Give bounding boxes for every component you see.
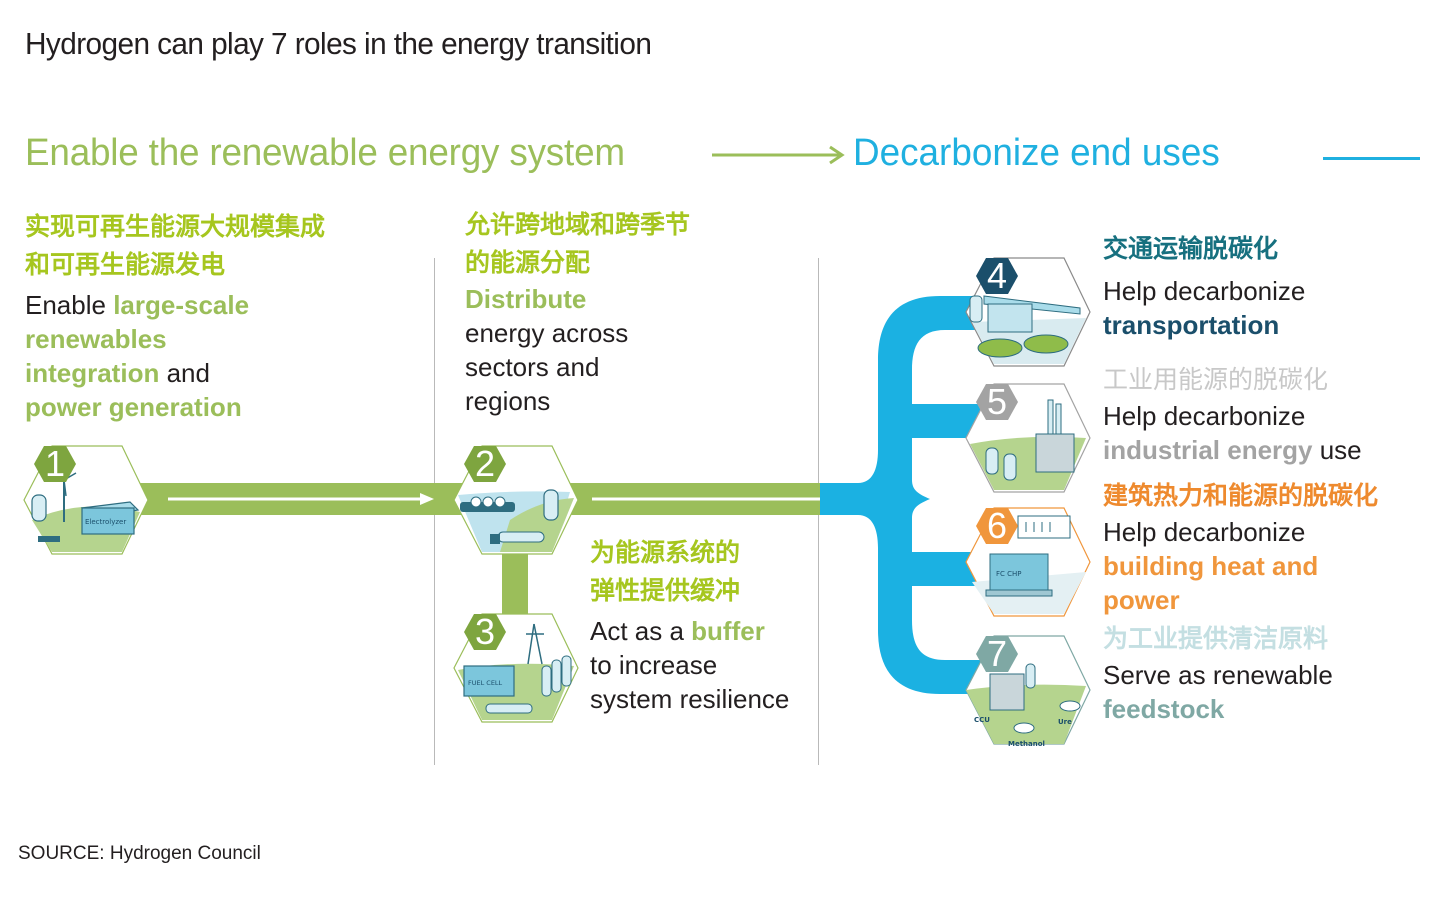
- role-2-text: 允许跨地域和跨季节 的能源分配 Distribute energy across…: [465, 206, 690, 418]
- role-4-badge: 4: [987, 255, 1007, 296]
- svg-text:FC CHP: FC CHP: [996, 570, 1022, 578]
- role-4-illustration: 4: [965, 255, 1091, 367]
- role-5-en-plain: Help decarbonize: [1103, 401, 1306, 431]
- role-7-en-emph: feedstock: [1103, 694, 1225, 724]
- role-2-cn-line-2: 的能源分配: [465, 248, 591, 277]
- svg-text:CCU: CCU: [974, 716, 990, 724]
- role-2-illustration: 2: [453, 443, 579, 555]
- role-4-cn: 交通运输脱碳化: [1103, 234, 1279, 263]
- source-note: SOURCE: Hydrogen Council: [18, 843, 261, 864]
- phase-heading-enable: Enable the renewable energy system: [25, 132, 625, 174]
- svg-text:Electrolyzer: Electrolyzer: [85, 518, 126, 526]
- role-5-en-emph: industrial energy: [1103, 435, 1313, 465]
- role-6-en-emph: building heat and: [1103, 551, 1319, 581]
- role-1-en-plain: and: [159, 358, 210, 388]
- role-1-cn-line-2: 和可再生能源发电: [25, 250, 226, 279]
- role-2-en-emph: Distribute: [465, 284, 587, 314]
- role-2-en-plain: sectors and: [465, 352, 600, 382]
- role-1-en-plain: Enable: [25, 290, 114, 320]
- role-2-en-plain: regions: [465, 386, 551, 416]
- svg-text:Methanol: Methanol: [1008, 740, 1045, 748]
- role-3-en-emph: buffer: [691, 616, 765, 646]
- fc-chp-heater-icon: FC CHP: [985, 515, 1071, 597]
- role-3-cn-line-2: 弹性提供缓冲: [590, 576, 741, 605]
- role-7-text: 为工业提供清洁原料 Serve as renewable feedstock: [1103, 620, 1333, 726]
- role-7-cn: 为工业提供清洁原料: [1103, 624, 1329, 653]
- role-5-text: 工业用能源的脱碳化 Help decarbonize industrial en…: [1103, 361, 1362, 467]
- role-6-text: 建筑热力和能源的脱碳化 Help decarbonize building he…: [1103, 477, 1378, 617]
- role-1-en-emph: power generation: [25, 392, 242, 422]
- role-2-badge: 2: [475, 443, 495, 484]
- svg-text:Ure: Ure: [1058, 718, 1072, 726]
- role-6-cn: 建筑热力和能源的脱碳化: [1103, 481, 1379, 510]
- role-1-illustration: Electrolyzer 1: [23, 443, 149, 555]
- role-2-cn-line-1: 允许跨地域和跨季节: [465, 210, 691, 239]
- fuel-station-cars-icon: [969, 295, 1081, 358]
- role-3-en-plain: Act as a: [590, 616, 692, 646]
- role-7-badge: 7: [987, 633, 1007, 674]
- role-1-text: 实现可再生能源大规模集成 和可再生能源发电 Enable large-scale…: [25, 208, 325, 424]
- role-3-en-plain: to increase: [590, 650, 718, 680]
- role-6-en-plain: Help decarbonize: [1103, 517, 1306, 547]
- role-3-illustration: FUEL CELL 3: [453, 611, 579, 723]
- phase-arrow-icon: [712, 145, 845, 165]
- role-1-en-emph: large-scale: [113, 290, 250, 320]
- blue-brace: [820, 296, 985, 694]
- role-1-en-emph: integration: [25, 358, 160, 388]
- chemical-plant-icon: CCU Methanol Ure: [974, 663, 1081, 748]
- role-4-en-plain: Help decarbonize: [1103, 276, 1306, 306]
- role-7-illustration: CCU Methanol Ure 7: [965, 633, 1091, 748]
- role-7-en-plain: Serve as renewable: [1103, 660, 1333, 690]
- role-2-en-plain: energy across: [465, 318, 629, 348]
- ship-truck-storage-icon: [460, 489, 559, 544]
- page-title: Hydrogen can play 7 roles in the energy …: [25, 26, 652, 61]
- role-4-text: 交通运输脱碳化 Help decarbonize transportation: [1103, 230, 1305, 342]
- role-5-illustration: 5: [965, 381, 1091, 493]
- phase-heading-decarbonize: Decarbonize end uses: [853, 132, 1220, 174]
- role-5-badge: 5: [987, 381, 1007, 422]
- role-3-text: 为能源系统的 弹性提供缓冲 Act as a buffer to increas…: [590, 534, 789, 716]
- role-1-en-emph: renewables: [25, 324, 167, 354]
- role-6-illustration: FC CHP 6: [965, 505, 1091, 617]
- phase-line-decoration: [1323, 157, 1420, 160]
- role-6-badge: 6: [987, 505, 1007, 546]
- role-3-en-plain: system resilience: [590, 684, 790, 714]
- role-1-cn-line-1: 实现可再生能源大规模集成: [25, 212, 326, 241]
- flow-arrow-1: [168, 493, 434, 505]
- role-3-cn-line-1: 为能源系统的: [590, 538, 741, 567]
- electrolyzer-wind-solar-icon: Electrolyzer: [31, 469, 140, 542]
- svg-text:FUEL CELL: FUEL CELL: [468, 679, 503, 687]
- factory-tanks-icon: [985, 399, 1075, 481]
- role-3-badge: 3: [475, 611, 495, 652]
- role-6-en-emph: power: [1103, 585, 1180, 615]
- role-5-en-plain: use: [1312, 435, 1362, 465]
- fuel-cell-grid-icon: FUEL CELL: [463, 623, 572, 714]
- role-1-badge: 1: [45, 443, 65, 484]
- role-5-cn: 工业用能源的脱碳化: [1103, 365, 1329, 394]
- role-4-en-emph: transportation: [1103, 310, 1280, 340]
